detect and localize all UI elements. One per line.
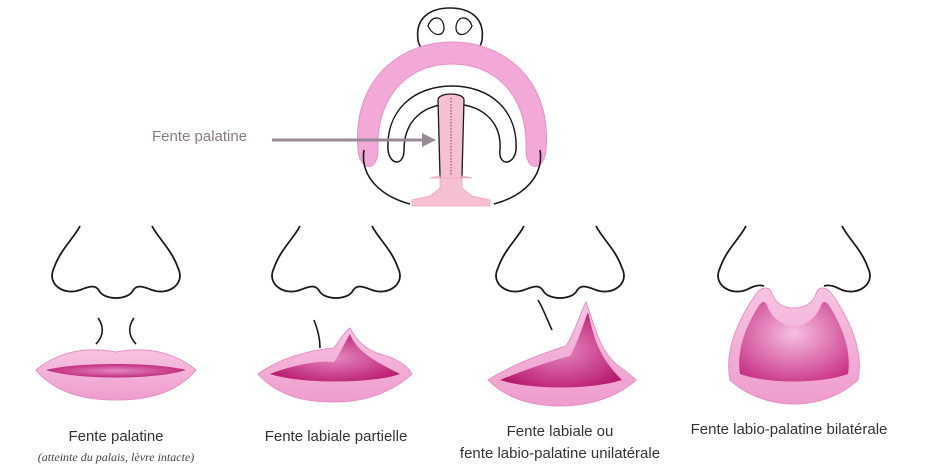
panel-1-title: Fente palatine [36,427,196,446]
panel-4-title: Fente labio-palatine bilatérale [664,420,914,439]
panel-2-art [258,226,412,402]
uvula [412,176,490,206]
panel-3-title-line2: fente labio-palatine unilatérale [440,444,680,463]
panel-3-title-line1: Fente labiale ou [470,422,650,441]
panel-3-art [488,226,636,406]
panel-1-subtitle: (atteinte du palais, lèvre intacte) [16,450,216,465]
panel-1-art [36,226,196,400]
panel-4-art [718,226,870,404]
palate-view [272,8,547,206]
palate-arrow-label: Fente palatine [152,128,247,145]
arrow-head [422,133,436,147]
left-nostril [428,18,444,35]
panel-2-title: Fente labiale partielle [246,427,426,446]
right-nostril [456,18,472,35]
